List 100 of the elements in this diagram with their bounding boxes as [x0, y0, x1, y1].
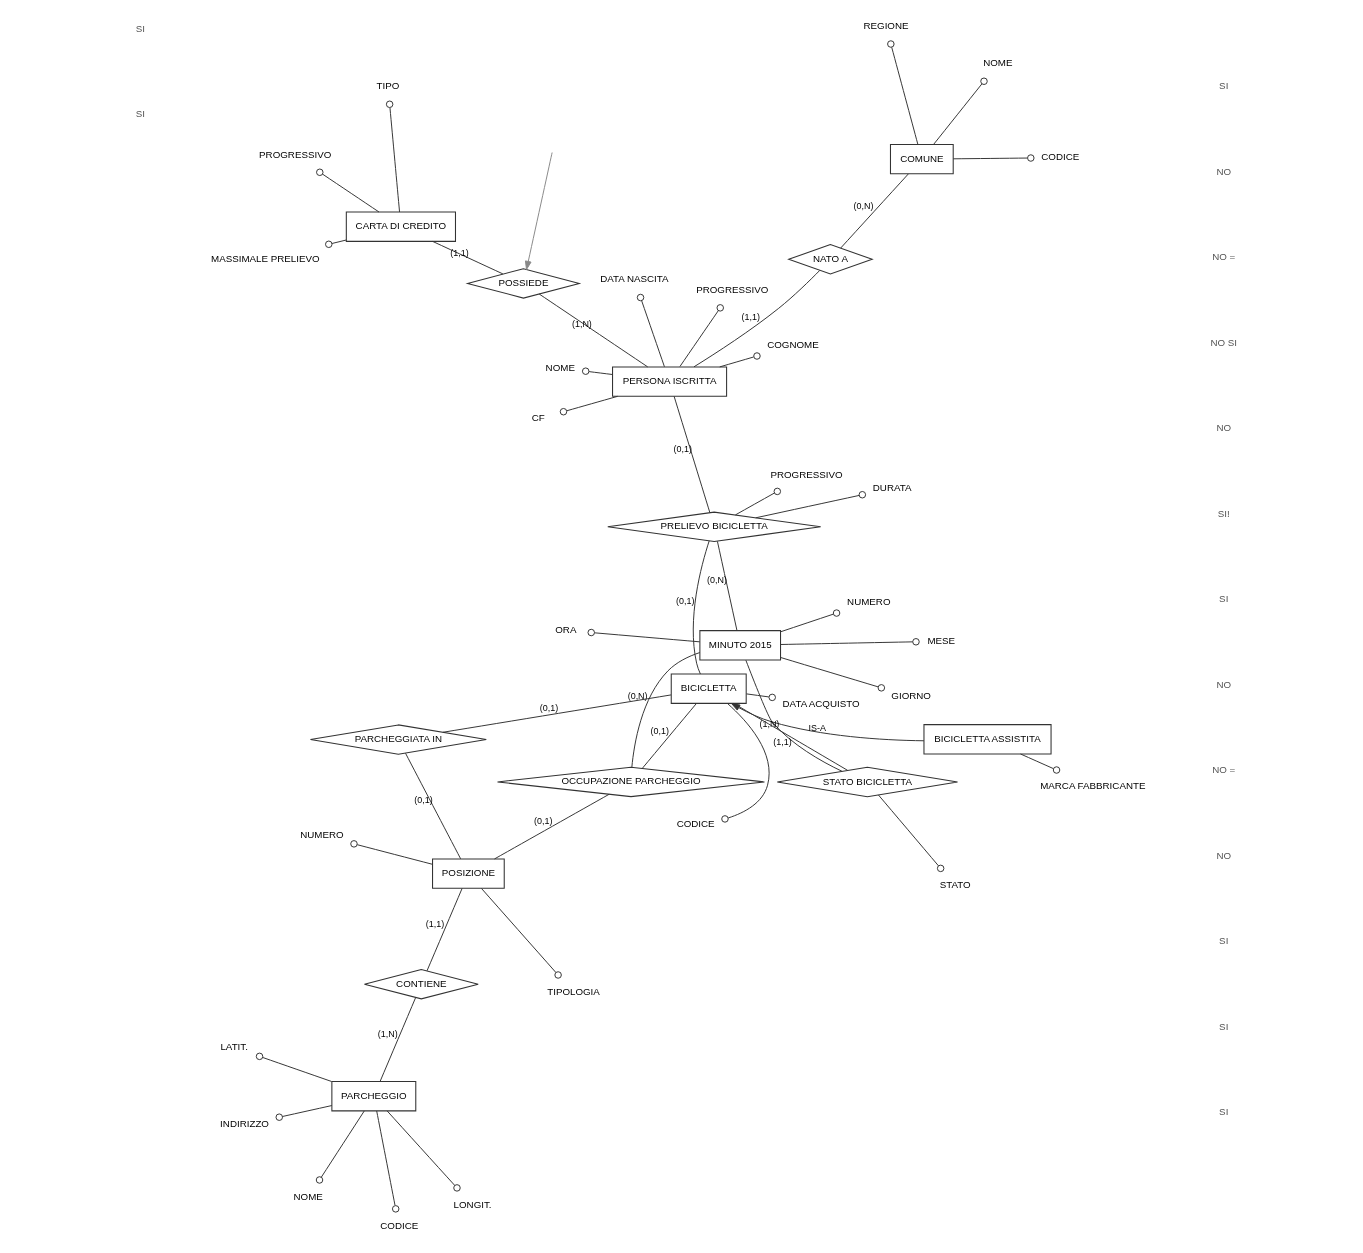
edge-label: (0,1)	[675, 595, 694, 606]
node-text: GIORNO	[890, 690, 931, 702]
node-diamond: CONTIENE	[363, 968, 479, 1000]
node-diamond: OCCUPAZIONE PARCHEGGIO	[496, 766, 765, 798]
edge-label: (0,N)	[706, 575, 727, 586]
node-diamond: NATO A	[786, 244, 874, 275]
node-text: TIPOLOGIA	[546, 985, 600, 997]
connector	[349, 840, 433, 865]
node-box: PERSONA ISCRITTA	[611, 366, 727, 397]
connector	[779, 609, 840, 633]
edge-label: IS-A	[808, 722, 826, 733]
connector	[754, 491, 866, 519]
node-diamond: STATO BICICLETTA	[776, 766, 958, 798]
connector	[745, 693, 776, 702]
node-text: REGIONE	[862, 19, 909, 31]
node-box: MINUTO 2015	[698, 630, 781, 661]
edge-label: (0,1)	[672, 444, 692, 455]
node-text: PROGRESSIVO	[769, 468, 843, 480]
arrow	[524, 152, 553, 270]
connector	[255, 1052, 332, 1082]
connector	[886, 40, 918, 145]
node-text: CODICE	[676, 817, 715, 829]
connector	[386, 1110, 461, 1192]
connector	[839, 173, 909, 249]
label: NO	[1215, 422, 1231, 434]
node-text: PROGRESSIVO	[695, 283, 768, 295]
node-text: LATIT.	[219, 1041, 248, 1053]
connector	[315, 1110, 365, 1184]
edge-label: (0,1)	[650, 725, 669, 736]
connector	[952, 154, 1035, 162]
connector	[744, 659, 843, 772]
node-box: COMUNE	[889, 143, 954, 175]
connector	[480, 888, 562, 979]
node-box: POSIZIONE	[431, 858, 505, 889]
connector	[673, 395, 710, 514]
connector	[324, 239, 347, 249]
connector	[678, 304, 724, 367]
label: NO	[1215, 678, 1231, 690]
edge-label: (1,1)	[772, 736, 792, 747]
node-box: PARCHEGGIO	[330, 1081, 416, 1112]
connector	[426, 887, 463, 972]
connector	[441, 694, 671, 733]
connector	[493, 793, 610, 860]
node-box: BICICLETTA ASSISTITA	[922, 724, 1052, 755]
connector	[385, 100, 400, 213]
connector	[404, 752, 461, 860]
label: NO SI	[1209, 336, 1237, 348]
connector	[641, 703, 697, 769]
node-text: NOME	[982, 57, 1013, 69]
label: SI	[1218, 1106, 1228, 1118]
connector	[732, 703, 848, 771]
node-diamond: PARCHEGGIATA IN	[309, 724, 487, 755]
connector	[932, 77, 988, 145]
node-text: CODICE	[379, 1220, 418, 1232]
node-text: MASSIMALE PRELIEVO	[210, 253, 320, 265]
connector	[630, 652, 700, 768]
node-diamond: PRELIEVO BICICLETTA	[606, 511, 821, 542]
connector	[379, 997, 416, 1082]
node-text: DURATA	[872, 481, 911, 493]
connector	[315, 168, 379, 213]
node-box: CARTA DI CREDITO	[345, 211, 456, 242]
connector	[587, 628, 700, 643]
label: SI	[1218, 79, 1228, 91]
label: SI	[135, 108, 145, 120]
connector	[581, 367, 613, 375]
label: NO =	[1211, 251, 1235, 263]
label: SI	[1218, 593, 1228, 605]
node-text: PROGRESSIVO	[258, 149, 331, 161]
connector	[716, 540, 737, 631]
connector	[718, 352, 761, 368]
node-text: NUMERO	[299, 829, 344, 841]
label: NO	[1215, 165, 1231, 177]
edge-label: (0,1)	[533, 815, 552, 826]
node-text: NUMERO	[846, 595, 891, 607]
connector	[877, 794, 944, 873]
node-text: CF	[531, 412, 545, 424]
edge-label: (0,1)	[539, 702, 558, 713]
connector	[431, 240, 503, 275]
label: SI!	[1217, 507, 1230, 519]
arrow	[730, 703, 924, 742]
label: SI	[1218, 1020, 1228, 1032]
node-text: TIPO	[376, 79, 399, 91]
node-text: STATO	[939, 879, 971, 891]
edge-label: (0,1)	[413, 795, 433, 806]
connector	[779, 638, 920, 646]
node-text: MARCA FABBRICANTE	[1039, 779, 1145, 791]
node-box: BICICLETTA	[670, 673, 747, 704]
edge-label: (0,N)	[853, 201, 874, 212]
node-text: INDIRIZZO	[219, 1118, 269, 1130]
connector	[1019, 753, 1060, 774]
edge-label: (1,1)	[425, 919, 444, 930]
connector	[734, 487, 781, 516]
connector	[375, 1110, 399, 1213]
edge-label: (1,N)	[377, 1028, 398, 1039]
node-text: COGNOME	[766, 339, 819, 351]
label: NO	[1215, 849, 1231, 861]
label: SI	[135, 22, 145, 34]
connector	[720, 703, 769, 823]
connector	[693, 269, 820, 368]
edge-label: (0,N)	[627, 690, 648, 701]
